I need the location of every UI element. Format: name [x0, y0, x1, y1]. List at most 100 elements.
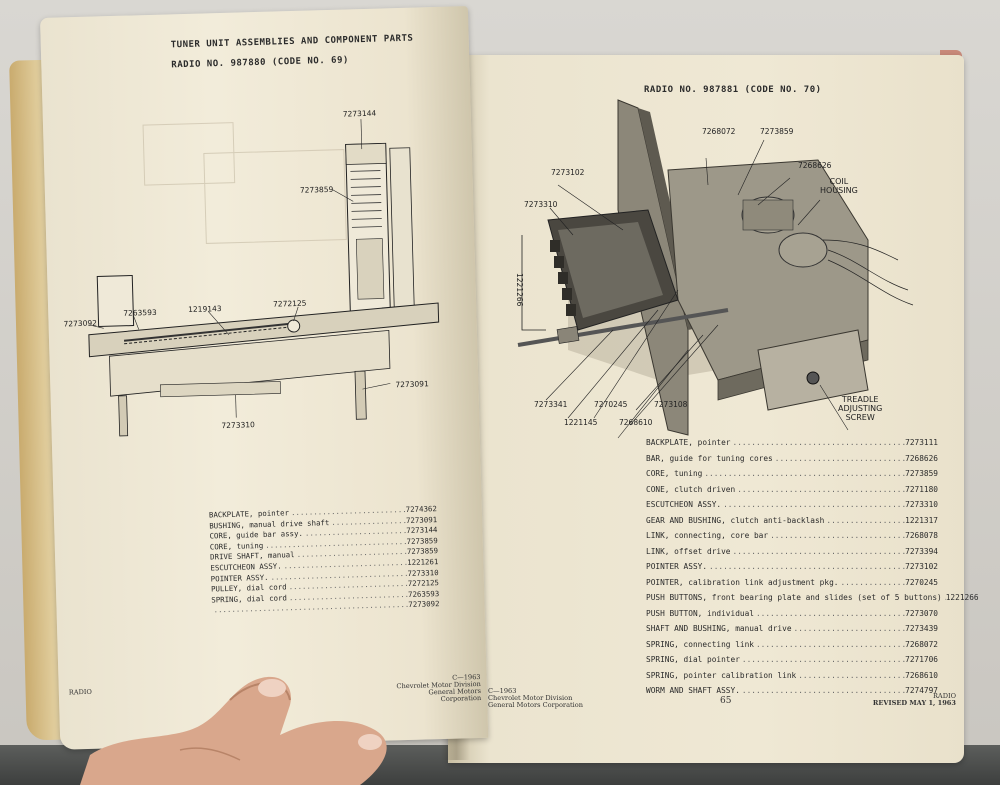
- part-row: POINTER, calibration link adjustment pkg…: [646, 578, 938, 594]
- part-number: 7273859: [406, 535, 438, 546]
- left-callout-7263593: 7263593: [123, 307, 157, 318]
- right-footer-revision: RADIO REVISED MAY 1, 1963: [860, 693, 956, 707]
- part-number: 7273310: [407, 567, 439, 578]
- coil-label: COIL: [829, 177, 849, 186]
- part-number: 1221261: [407, 557, 439, 567]
- leader-dots: [702, 469, 905, 478]
- leader-dots: [329, 516, 406, 527]
- right-callout-7270245: 7270245: [594, 400, 628, 409]
- part-row: WORM AND SHAFT ASSY.7274797: [646, 686, 938, 702]
- part-row: PUSH BUTTON, individual7273070: [646, 609, 938, 625]
- part-row: BACKPLATE, pointer 7273111: [646, 438, 938, 454]
- part-row: ESCUTCHEON ASSY.7273310: [646, 500, 938, 516]
- part-name: DRIVE SHAFT, manual: [209, 550, 295, 562]
- right-callout-1221266: 1221266: [515, 273, 524, 307]
- part-name: SPRING, dial cord: [211, 593, 288, 605]
- part-row: LINK, offset drive7273394: [646, 547, 938, 563]
- part-number: 7268626: [905, 453, 938, 463]
- part-name: SPRING, connecting link: [646, 639, 754, 649]
- right-callout-7273859: 7273859: [760, 127, 794, 136]
- part-row: SPRING, pointer calibration link 7268610: [646, 671, 938, 687]
- part-row: SPRING, dial pointer7271706: [646, 655, 938, 671]
- leader-dots: [721, 500, 905, 509]
- right-footer-corporation: General Motors Corporation: [488, 701, 583, 709]
- part-name: ESCUTCHEON ASSY.: [210, 561, 282, 573]
- part-number: 7273092: [408, 599, 440, 610]
- leader-dots: [754, 640, 905, 649]
- part-name: POINTER ASSY.: [210, 572, 269, 584]
- right-page: RADIO NO. 987881 (CODE NO. 70): [448, 55, 979, 763]
- part-number: 7273859: [406, 546, 439, 557]
- left-radio-number: RADIO NO. 987880 (CODE NO. 69): [171, 55, 350, 71]
- right-footer-division: Chevrolet Motor Division: [488, 694, 573, 702]
- part-name: CORE, tuning: [646, 469, 703, 478]
- leader-dots: [838, 578, 905, 587]
- right-callout-7273102: 7273102: [551, 168, 585, 177]
- part-number: 7273144: [406, 525, 438, 536]
- right-radio-number: RADIO NO. 987881 (CODE NO. 70): [644, 85, 822, 95]
- leader-dots: [731, 438, 906, 447]
- left-callout-7273091: 7273091: [395, 379, 429, 390]
- leader-dots: [754, 609, 905, 618]
- part-number: 7273439: [905, 624, 938, 633]
- left-page: TUNER UNIT ASSEMBLIES AND COMPONENT PART…: [40, 6, 489, 750]
- left-callout-7272125: 7272125: [272, 298, 307, 309]
- part-row: PUSH BUTTONS, front bearing plate and sl…: [646, 593, 979, 609]
- leader-dots: [773, 454, 905, 463]
- part-name: POINTER, calibration link adjustment pkg…: [646, 577, 839, 587]
- right-callout-7268626: 7268626: [798, 161, 832, 170]
- part-row: LINK, connecting, core bar 7268078: [646, 531, 938, 547]
- part-number: 7263593: [407, 588, 440, 599]
- part-number: 7271180: [905, 484, 938, 494]
- part-row: BAR, guide for tuning cores7268626: [646, 454, 938, 470]
- part-number: 7273091: [405, 514, 438, 525]
- right-callout-1221145: 1221145: [564, 418, 598, 427]
- right-tuner-illustration: [517, 99, 914, 439]
- part-name: PUSH BUTTONS, front bearing plate and sl…: [646, 593, 942, 602]
- part-row: CONE, clutch driven7271180: [646, 485, 938, 501]
- right-callout-7268072: 7268072: [702, 127, 736, 136]
- part-name: WORM AND SHAFT ASSY.: [646, 686, 740, 695]
- treadle-label: TREADLE: [841, 395, 879, 404]
- right-footer-year: C—1963: [488, 687, 517, 695]
- part-name: CORE, guide bar assy.: [209, 529, 304, 541]
- leader-dots: [731, 547, 906, 556]
- part-number: 7268078: [905, 531, 938, 540]
- left-callout-7273310: 7273310: [221, 420, 255, 431]
- part-name: PULLEY, dial cord: [210, 582, 287, 594]
- part-name: SPRING, pointer calibration link: [646, 670, 797, 680]
- right-footer-revised-date: REVISED MAY 1, 1963: [872, 699, 956, 707]
- part-number: 7273102: [905, 562, 938, 571]
- part-number: 7274362: [405, 504, 437, 514]
- part-number: 7273070: [905, 608, 938, 618]
- leader-dots: [796, 671, 905, 680]
- part-row: GEAR AND BUSHING, clutch anti-backlash12…: [646, 516, 938, 532]
- right-callout-7273310: 7273310: [524, 200, 558, 209]
- part-number: 7273859: [905, 469, 938, 478]
- part-number: 7273111: [905, 438, 938, 447]
- adjusting-label: ADJUSTING: [838, 404, 883, 413]
- part-number: 7268610: [905, 670, 938, 680]
- screw-label: SCREW: [845, 413, 875, 422]
- part-number: 1221266: [945, 593, 979, 602]
- part-row: POINTER ASSY.7273102: [646, 562, 938, 578]
- left-section-title: TUNER UNIT ASSEMBLIES AND COMPONENT PART…: [170, 33, 414, 51]
- part-number: 7273394: [905, 546, 938, 556]
- leader-dots: [792, 624, 906, 633]
- left-callout-7273859: 7273859: [299, 184, 334, 195]
- leader-dots: [824, 516, 905, 525]
- part-name: LINK, connecting, core bar: [646, 531, 769, 540]
- part-name: BACKPLATE, pointer: [208, 508, 290, 520]
- part-row: CORE, tuning 7273859: [646, 469, 938, 485]
- part-number: 7273310: [905, 500, 938, 509]
- holding-hand: [80, 676, 387, 785]
- leader-dots: [735, 485, 905, 494]
- right-callout-7273341: 7273341: [534, 400, 568, 409]
- leader-dots: [768, 531, 905, 540]
- part-number: 7270245: [905, 577, 938, 587]
- left-callout-7273144: 7273144: [342, 108, 377, 119]
- page-number: 65: [720, 696, 732, 706]
- part-name: BACKPLATE, pointer: [646, 438, 731, 447]
